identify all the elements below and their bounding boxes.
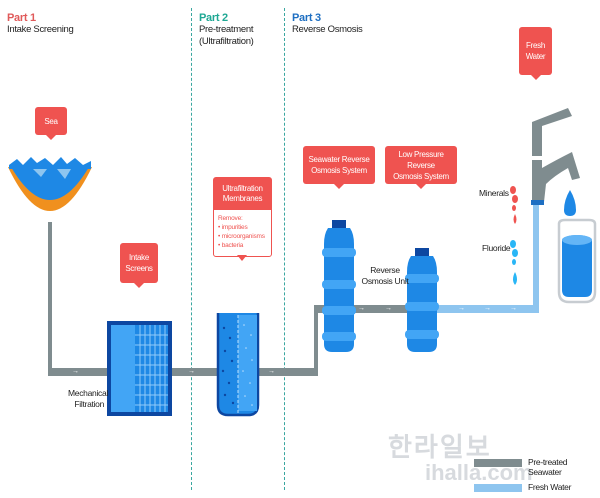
ultrafiltration-tank-icon (216, 313, 260, 417)
flow-arrow-icon: → (188, 368, 195, 375)
uf-title-line1: Ultrafiltration (222, 184, 263, 193)
flow-arrow-icon: → (358, 305, 365, 312)
sea-tag-label: Sea (44, 116, 58, 126)
intake-screens-line1: Intake (129, 253, 149, 262)
seawater-ro-line2: Osmosis System (311, 166, 367, 175)
part-2-title-line1: Pre-treatment (199, 24, 254, 35)
mechanical-filtration-label: Mechanical Filtration (68, 388, 108, 410)
uf-item-text: bacteria (221, 242, 244, 249)
low-pressure-ro-line1: Low Pressure Reverse (398, 149, 444, 170)
legend-label-pretreated: Pre-treated Seawater (528, 457, 568, 477)
ultrafiltration-membranes-card: Ultrafiltration Membranes Remove: • impu… (213, 177, 272, 257)
pretreated-pipe-riser (314, 305, 318, 375)
mechanical-filtration-line2: Filtration (74, 399, 104, 409)
flow-arrow-icon: → (458, 305, 465, 312)
uf-item: • impurities (218, 224, 248, 231)
legend-label-fresh: Fresh Water (528, 482, 572, 492)
sea-bowl-icon (8, 157, 92, 211)
pretreated-pipe-main (48, 368, 318, 376)
fluoride-drops-icon (510, 240, 518, 285)
legend-swatch-pretreated (474, 459, 522, 467)
fresh-water-pipe-horizontal (429, 305, 539, 313)
intake-screens-tag: Intake Screens (120, 243, 158, 288)
uf-card-pointer (237, 255, 247, 261)
uf-intro: Remove: (218, 215, 243, 222)
seawater-ro-line1: Seawater Reverse (308, 155, 370, 164)
uf-item-text: microorganisms (221, 233, 265, 240)
sea-tag: Sea (35, 107, 67, 140)
uf-item: • bacteria (218, 242, 244, 249)
legend-swatch-fresh (474, 484, 522, 492)
faucet-icon (531, 108, 580, 205)
minerals-label: Minerals (479, 188, 509, 198)
uf-item: • microorganisms (218, 233, 265, 240)
uf-card-header: Ultrafiltration Membranes (214, 178, 271, 210)
ro-unit-label: Reverse Osmosis Unit (360, 265, 410, 287)
flow-arrow-icon: → (510, 305, 517, 312)
part-3-number: Part 3 (292, 12, 321, 24)
flow-arrow-icon: → (268, 368, 275, 375)
pretreated-pipe-ro (314, 305, 429, 313)
part-2-header: Part 2 Pre-treatment (Ultrafiltration) (199, 12, 254, 48)
part-1-header: Part 1 Intake Screening (7, 12, 74, 36)
flow-arrow-icon: → (484, 305, 491, 312)
minerals-drops-icon (510, 186, 518, 224)
seawater-ro-system-tag: Seawater Reverse Osmosis System (303, 146, 375, 189)
fresh-water-pipe-vertical (533, 205, 539, 313)
flow-arrow-icon: → (385, 305, 392, 312)
low-pressure-ro-vessel-icon (405, 248, 439, 352)
intake-screen-filter-icon (107, 321, 172, 416)
divider-part1-part2 (191, 8, 192, 490)
intake-pipe-vertical (48, 222, 52, 372)
ro-unit-line2: Osmosis Unit (361, 276, 409, 286)
flow-arrow-icon: → (72, 368, 79, 375)
part-1-title: Intake Screening (7, 24, 74, 35)
uf-card-body: Remove: • impurities • microorganisms • … (214, 210, 271, 254)
fresh-water-line1: Fresh (526, 41, 545, 50)
uf-title-line2: Membranes (222, 194, 263, 203)
low-pressure-ro-line2: Osmosis System (393, 171, 449, 181)
divider-part2-part3 (284, 8, 285, 490)
seawater-ro-vessel-icon (322, 220, 356, 352)
water-glass-icon (557, 190, 597, 304)
part-3-header: Part 3 Reverse Osmosis (292, 12, 363, 36)
watermark-korean: 한라일보 (388, 432, 492, 462)
fresh-water-tag: Fresh Water (519, 27, 552, 80)
part-2-number: Part 2 (199, 12, 228, 24)
low-pressure-ro-system-tag: Low Pressure Reverse Osmosis System (385, 146, 457, 189)
uf-item-text: impurities (221, 224, 248, 231)
mechanical-filtration-line1: Mechanical (68, 388, 108, 398)
intake-screens-line2: Screens (125, 264, 153, 273)
fluoride-label: Fluoride (482, 243, 511, 253)
part-2-title-line2: (Ultrafiltration) (199, 36, 254, 47)
part-1-number: Part 1 (7, 12, 36, 24)
ro-unit-line1: Reverse (370, 265, 400, 275)
fresh-water-line2: Water (525, 52, 546, 61)
part-3-title: Reverse Osmosis (292, 24, 363, 35)
